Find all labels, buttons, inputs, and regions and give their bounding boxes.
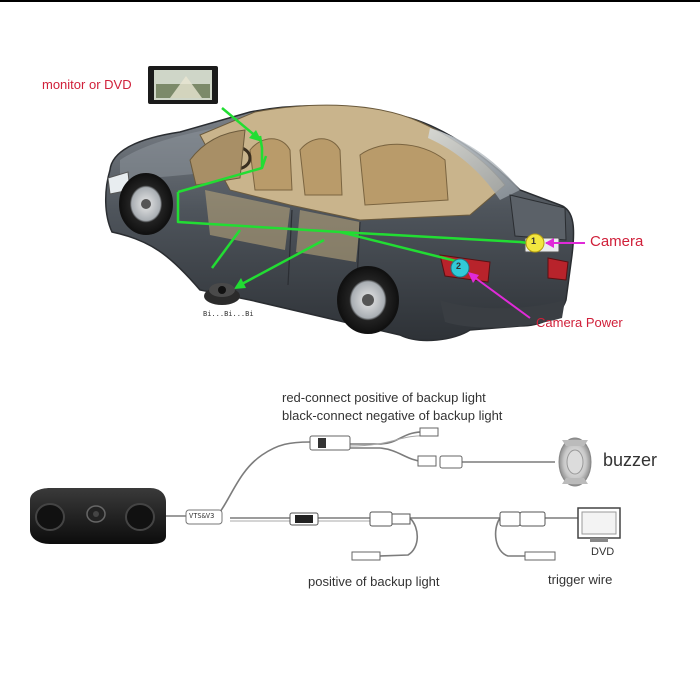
top-harness-connector: [309, 435, 351, 451]
parking-sensor: [204, 283, 240, 305]
backup-light-wire-ends: [417, 427, 463, 469]
red-wire-note: red-connect positive of backup light: [282, 390, 486, 405]
dvd-monitor-icon: [577, 507, 621, 542]
black-wire-note: black-connect negative of backup light: [282, 408, 503, 423]
marker-2-number: 2: [456, 261, 462, 271]
camera-power-callout: [468, 272, 531, 319]
camera-power-label: Camera Power: [536, 315, 623, 330]
trigger-wire-label: trigger wire: [548, 572, 613, 587]
positive-backup-label: positive of backup light: [308, 574, 440, 589]
marker-1-number: 1: [531, 236, 537, 246]
monitor-arrow: [221, 107, 262, 142]
car-illustration: [104, 104, 575, 342]
monitor-thumbnail: [148, 66, 218, 104]
control-box: [185, 509, 223, 525]
marker-2: [450, 258, 470, 278]
positive-wire-tip: [351, 551, 381, 561]
rca-connector-male: [369, 511, 411, 527]
buzzer-label: buzzer: [603, 450, 658, 470]
top-border: [0, 0, 700, 2]
green-wire-routes: [176, 135, 529, 269]
buzzer: [558, 437, 592, 487]
camera-label: Camera: [590, 233, 644, 250]
control-box-label: VTS&V3: [189, 512, 215, 520]
dvd-label: DVD: [591, 546, 615, 558]
trigger-wire-tip: [524, 551, 556, 561]
sensor-arrow: [234, 238, 325, 289]
camera-callout: [545, 238, 585, 248]
wiring-schematic: [160, 431, 578, 557]
marker-1: [525, 233, 545, 253]
monitor-label: monitor or DVD: [42, 77, 132, 92]
rca-connector-female: [499, 511, 546, 527]
rear-camera: [30, 488, 166, 544]
inline-connector-1: [289, 512, 319, 526]
sensor-beep-text: Bi...Bi...Bi: [203, 310, 254, 318]
